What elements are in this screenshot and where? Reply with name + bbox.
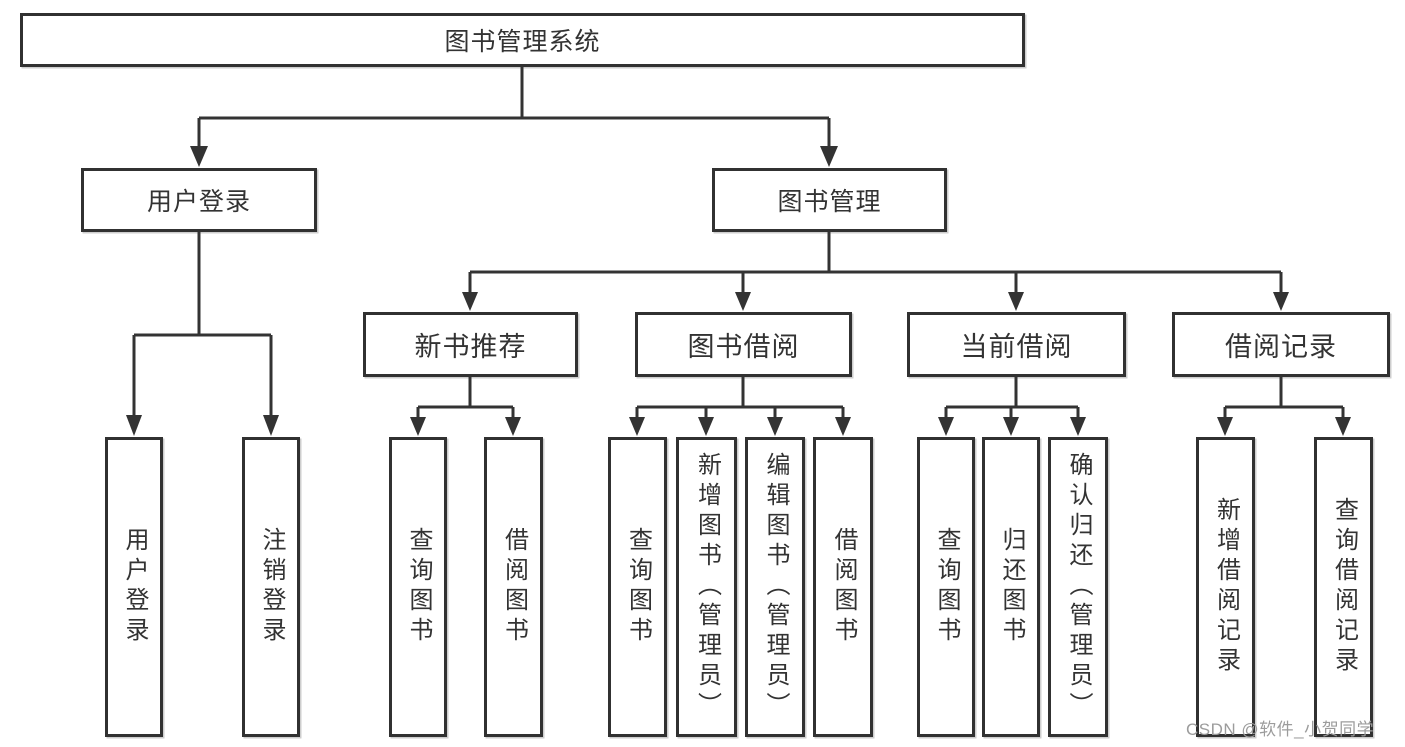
node-current-borrowing: 当前借阅 <box>907 312 1126 377</box>
node-label: 查询图书 <box>624 527 652 647</box>
node-book-borrowing: 图书借阅 <box>635 312 852 377</box>
leaf-edit-book-admin: 编辑图书（管理员） <box>745 437 805 737</box>
node-label: 图书管理系统 <box>444 28 601 56</box>
leaf-user-login: 用户登录 <box>105 437 163 737</box>
leaf-add-borrow-record: 新增借阅记录 <box>1196 437 1255 737</box>
node-label: 当前借阅 <box>960 332 1073 362</box>
node-label: 借阅图书 <box>830 527 857 647</box>
node-label: 新增图书（管理员） <box>693 452 721 722</box>
leaf-query-books-current: 查询图书 <box>917 437 975 737</box>
leaf-return-book: 归还图书 <box>982 437 1040 737</box>
node-label: 查询图书 <box>933 527 960 647</box>
leaf-logout: 注销登录 <box>242 437 300 737</box>
node-label: 确认归还（管理员） <box>1065 452 1092 722</box>
leaf-confirm-return-admin: 确认归还（管理员） <box>1048 437 1108 737</box>
leaf-query-books-recommend: 查询图书 <box>389 437 447 737</box>
node-library-management-system: 图书管理系统 <box>20 13 1025 67</box>
csdn-watermark: CSDN @软件_小贺同学 <box>1186 720 1375 739</box>
leaf-query-books-borrowing: 查询图书 <box>608 437 667 737</box>
node-label: 归还图书 <box>998 527 1025 647</box>
node-label: 新书推荐 <box>414 332 527 362</box>
node-label: 查询借阅记录 <box>1330 497 1358 677</box>
leaf-borrow-books-borrowing: 借阅图书 <box>813 437 873 737</box>
node-label: 编辑图书（管理员） <box>762 452 789 722</box>
leaf-query-borrow-record: 查询借阅记录 <box>1314 437 1373 737</box>
node-label: 新增借阅记录 <box>1212 497 1240 677</box>
node-user-login: 用户登录 <box>81 168 317 232</box>
node-label: 图书借阅 <box>687 332 800 362</box>
node-borrowing-records: 借阅记录 <box>1172 312 1390 377</box>
node-label: 借阅记录 <box>1225 332 1337 362</box>
node-label: 图书管理 <box>777 188 882 216</box>
leaf-add-book-admin: 新增图书（管理员） <box>676 437 737 737</box>
node-label: 查询图书 <box>405 527 432 647</box>
tree-edges <box>132 67 1345 418</box>
node-new-book-recommendation: 新书推荐 <box>363 312 578 377</box>
node-label: 注销登录 <box>258 527 285 647</box>
node-label: 用户登录 <box>146 188 251 216</box>
node-book-management: 图书管理 <box>712 168 947 232</box>
arrowheads <box>126 146 1351 436</box>
node-label: 借阅图书 <box>500 527 528 647</box>
node-label: 用户登录 <box>121 527 148 647</box>
leaf-borrow-books-recommend: 借阅图书 <box>484 437 543 737</box>
